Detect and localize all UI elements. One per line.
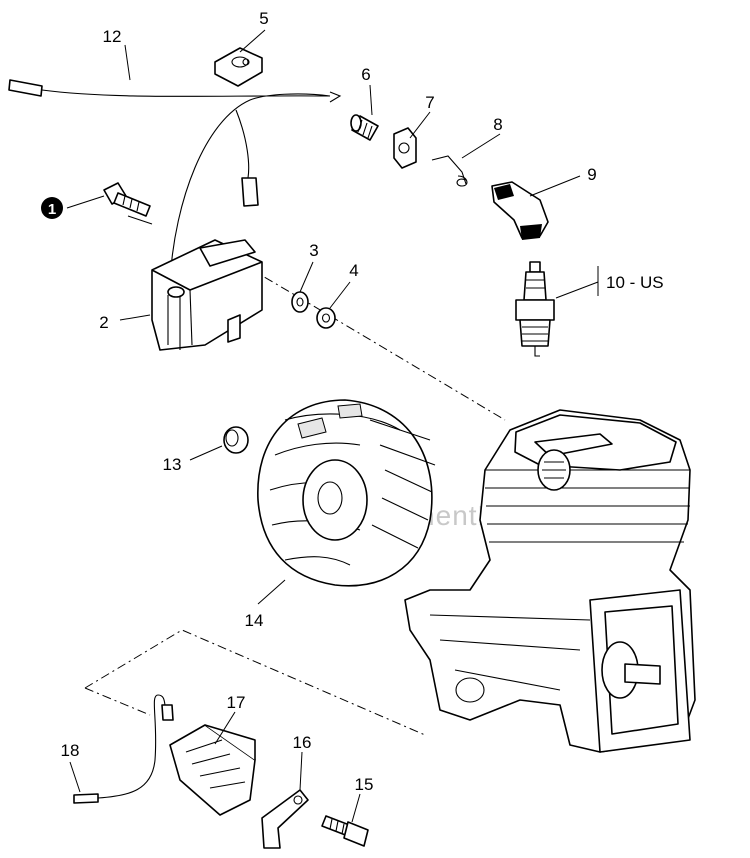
part-10-spark-plug	[515, 261, 555, 357]
callout-14: 14	[245, 611, 264, 630]
leader-13	[189, 445, 223, 461]
part-4-washer	[316, 307, 336, 329]
leader-4	[329, 281, 351, 309]
leader-1b	[127, 215, 153, 225]
leader-7	[409, 111, 431, 139]
callout-10-us: 10 - US	[606, 273, 664, 292]
callout-8: 8	[493, 115, 502, 134]
leader-2	[119, 314, 151, 321]
leader-16	[299, 751, 303, 791]
leader-17	[214, 711, 236, 745]
callout-7: 7	[425, 93, 434, 112]
callout-4: 4	[349, 261, 358, 280]
part-18-lead-wire	[73, 694, 174, 804]
part-15-bolt	[321, 815, 369, 847]
assembly-line-coil	[231, 257, 506, 421]
part-12-hv-lead	[8, 79, 342, 281]
callout-5: 5	[259, 9, 268, 28]
part-14-flywheel	[257, 399, 436, 587]
callout-15: 15	[355, 775, 374, 794]
part-8-spring	[431, 155, 468, 187]
leader-3	[299, 261, 314, 293]
engine-block	[404, 409, 696, 753]
leader-14	[257, 579, 286, 605]
part-3-washer	[291, 291, 309, 313]
part-16-plate	[261, 789, 309, 849]
leader-10	[555, 266, 599, 299]
part-17-bracket	[169, 724, 256, 816]
leader-9	[529, 175, 581, 197]
callout-18: 18	[61, 741, 80, 760]
part-6-sleeve	[350, 114, 379, 141]
part-2-ignition-coil	[151, 239, 263, 351]
callout-16: 16	[293, 733, 312, 752]
leader-18	[69, 761, 81, 793]
part-5-grommet	[214, 47, 263, 87]
leader-15	[351, 793, 361, 823]
callout-2: 2	[99, 313, 108, 332]
part-9-plug-boot	[491, 181, 549, 240]
callout-6: 6	[361, 65, 370, 84]
callout-12: 12	[103, 27, 122, 46]
callout-13: 13	[163, 455, 182, 474]
assembly-line-bracket	[84, 629, 426, 736]
callout-17: 17	[227, 693, 246, 712]
leader-1	[66, 195, 105, 209]
leader-12	[124, 44, 131, 81]
callout-9: 9	[587, 165, 596, 184]
callout-1: 1	[48, 201, 56, 218]
leader-5	[239, 29, 266, 53]
leader-6	[369, 84, 373, 116]
part-13-bushing	[223, 426, 249, 454]
leader-8	[461, 133, 501, 159]
callout-1-badge	[41, 197, 63, 219]
callout-3: 3	[309, 241, 318, 260]
part-1-screw	[103, 182, 151, 217]
